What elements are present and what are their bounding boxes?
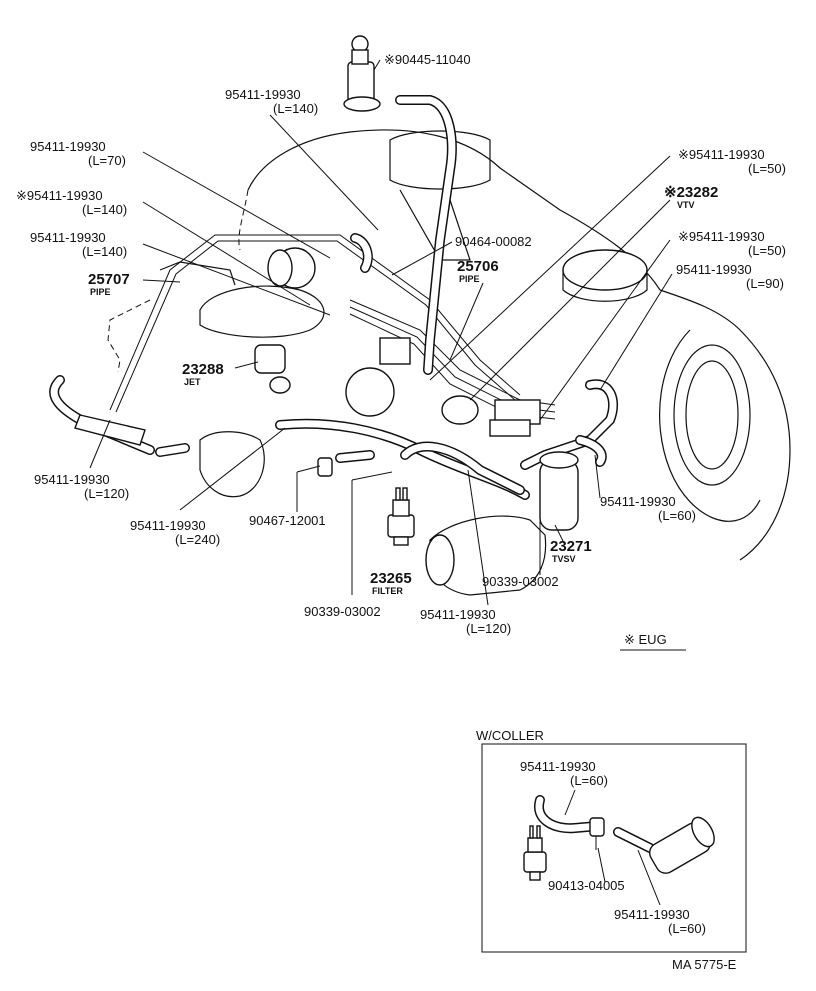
legend-eug: ※ EUG bbox=[624, 632, 667, 647]
label-95411-l120-bottom: 95411-19930 bbox=[420, 607, 496, 622]
inset-label-95411-top: 95411-19930 bbox=[520, 759, 596, 774]
connector-25707 bbox=[267, 247, 316, 289]
inset-filter bbox=[523, 825, 547, 881]
components bbox=[74, 35, 579, 546]
label-95411-l50-b: ※95411-19930 bbox=[678, 229, 765, 244]
legend: ※ EUG bbox=[620, 632, 686, 651]
jet-23288 bbox=[254, 344, 291, 394]
label-25707: 25707 bbox=[88, 271, 130, 288]
clamp-90467 bbox=[317, 457, 333, 477]
label-90464: 90464-00082 bbox=[455, 234, 532, 249]
label-95411-l60: 95411-19930 bbox=[600, 494, 676, 509]
label-95411-l90: 95411-19930 bbox=[676, 262, 752, 277]
engine-outline bbox=[107, 129, 791, 596]
vtv-23282 bbox=[441, 395, 479, 425]
label-23282-sub: VTV bbox=[677, 200, 695, 210]
inset-title: W/COLLER bbox=[476, 728, 544, 743]
label-95411-l120-left: 95411-19930 bbox=[34, 472, 110, 487]
label-95411-l90-length: (L=90) bbox=[746, 276, 784, 291]
label-23271: 23271 bbox=[550, 538, 592, 555]
label-23288: 23288 bbox=[182, 361, 224, 378]
label-90339-right: 90339-03002 bbox=[482, 574, 559, 589]
label-90339-left: 90339-03002 bbox=[304, 604, 381, 619]
label-95411-l140-b-length: (L=140) bbox=[82, 244, 127, 259]
label-95411-l240: 95411-19930 bbox=[130, 518, 206, 533]
label-25706-sub: PIPE bbox=[459, 274, 480, 284]
label-23282: ※23282 bbox=[664, 184, 718, 201]
label-90467: 90467-12001 bbox=[249, 513, 326, 528]
label-95411-l140-a-length: (L=140) bbox=[82, 202, 127, 217]
label-23265: 23265 bbox=[370, 570, 412, 587]
label-95411-l70-length: (L=70) bbox=[88, 153, 126, 168]
label-95411-l140-top: 95411-19930 bbox=[225, 87, 301, 102]
leader-lines bbox=[89, 59, 673, 606]
filter-23265 bbox=[387, 487, 415, 546]
inset-tvsv bbox=[648, 816, 715, 874]
label-25707-sub: PIPE bbox=[90, 287, 111, 297]
inset-label-90413: 90413-04005 bbox=[548, 878, 625, 893]
diagram-code: MA 5775-E bbox=[672, 957, 737, 972]
label-23288-sub: JET bbox=[184, 377, 201, 387]
label-95411-l120-bottom-length: (L=120) bbox=[466, 621, 511, 636]
label-25706: 25706 bbox=[457, 258, 499, 275]
tvsv-23271 bbox=[539, 451, 579, 531]
label-95411-l140-top-length: (L=140) bbox=[273, 101, 318, 116]
hoses bbox=[49, 95, 619, 500]
inset-label-95411-bottom-length: (L=60) bbox=[668, 921, 706, 936]
label-95411-l70: 95411-19930 bbox=[30, 139, 106, 154]
label-95411-l50-a: ※95411-19930 bbox=[678, 147, 765, 162]
bracket-lower-left bbox=[74, 414, 146, 446]
label-95411-l140-a: ※95411-19930 bbox=[16, 188, 103, 203]
pipe-25707 bbox=[109, 234, 521, 413]
label-23271-sub: TVSV bbox=[552, 554, 576, 564]
label-23265-sub: FILTER bbox=[372, 586, 403, 596]
inset-w-coller: W/COLLER 95411-19930 (L=60) 90413-04005 … bbox=[476, 728, 747, 953]
label-90445: ※90445-11040 bbox=[384, 52, 471, 67]
inset-frame bbox=[481, 743, 747, 953]
label-95411-l60-length: (L=60) bbox=[658, 508, 696, 523]
inset-label-95411-top-length: (L=60) bbox=[570, 773, 608, 788]
label-95411-l50-a-length: (L=50) bbox=[748, 161, 786, 176]
inset-label-95411-bottom: 95411-19930 bbox=[614, 907, 690, 922]
vsv-90445 bbox=[343, 35, 381, 112]
label-95411-l140-b: 95411-19930 bbox=[30, 230, 106, 245]
label-95411-l240-length: (L=240) bbox=[175, 532, 220, 547]
label-95411-l120-left-length: (L=120) bbox=[84, 486, 129, 501]
actuator bbox=[345, 337, 541, 437]
label-95411-l50-b-length: (L=50) bbox=[748, 243, 786, 258]
part-labels: ※90445-11040 95411-19930 (L=140) 95411-1… bbox=[16, 52, 786, 636]
